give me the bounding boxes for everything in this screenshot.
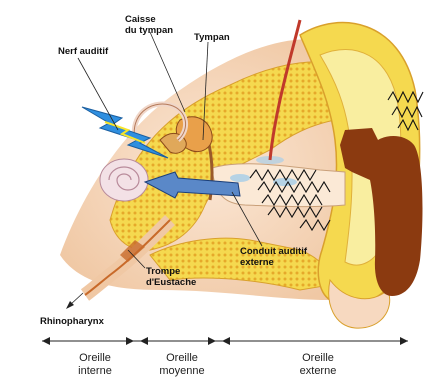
section-oreille-externe: Oreille externe — [280, 352, 356, 378]
cochlea — [100, 159, 148, 201]
label-caisse-du-tympan: Caisse du tympan — [125, 14, 173, 36]
label-tympan: Tympan — [194, 32, 230, 43]
section-oreille-interne: Oreille interne — [60, 352, 130, 378]
label-trompe-deustache: Trompe d'Eustache — [146, 266, 196, 288]
section-oreille-moyenne: Oreille moyenne — [146, 352, 218, 378]
label-conduit-auditif-externe: Conduit auditif externe — [240, 246, 307, 268]
label-nerf-auditif: Nerf auditif — [58, 46, 108, 57]
label-rhinopharynx: Rhinopharynx — [40, 316, 104, 327]
